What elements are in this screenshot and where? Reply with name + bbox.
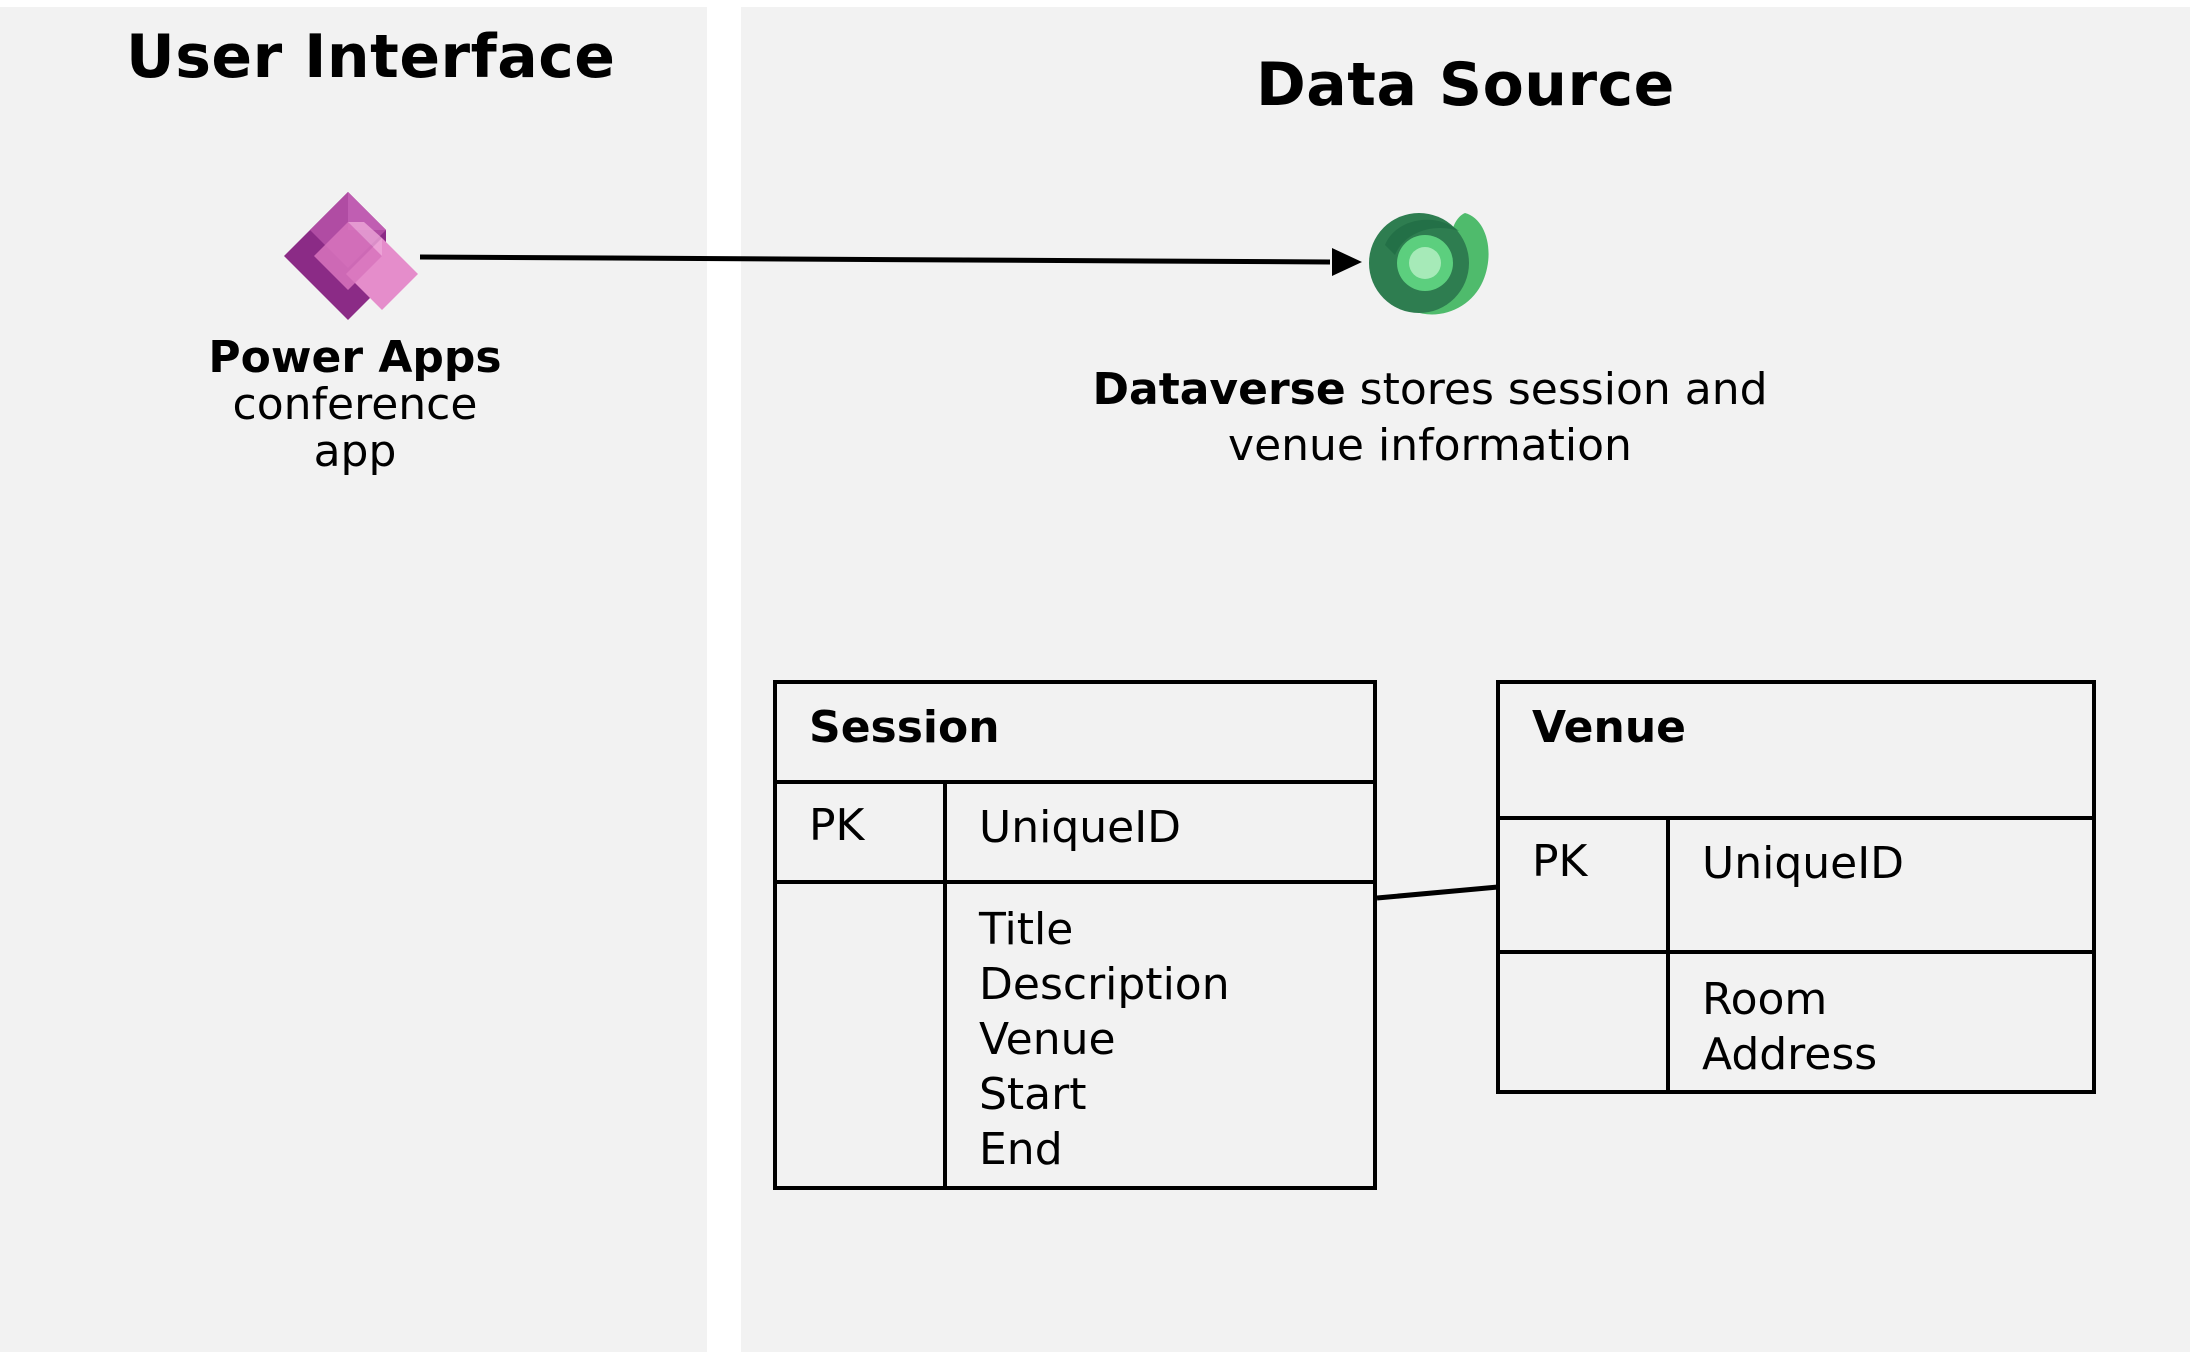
session-field: Description: [979, 959, 1230, 1010]
venue-attribute-row: Room Address: [1500, 954, 2092, 1090]
session-attr-key-cell: [777, 884, 947, 1186]
dataverse-desc-line2: venue information: [1228, 420, 1632, 471]
power-apps-name: Power Apps: [208, 332, 502, 383]
venue-pk-row: PK UniqueID: [1500, 820, 2092, 954]
dataverse-caption: Dataverse stores session and venue infor…: [1080, 362, 1780, 474]
dataverse-icon: [1369, 213, 1489, 315]
session-attribute-row: Title Description Venue Start End: [777, 884, 1373, 1186]
session-attribute-list: Title Description Venue Start End: [947, 884, 1373, 1186]
session-field: End: [979, 1124, 1063, 1175]
dataverse-desc: stores session and: [1345, 364, 1768, 415]
venue-field: Room: [1702, 974, 1828, 1025]
power-apps-icon: [284, 192, 418, 320]
venue-attribute-list: Room Address: [1670, 954, 2092, 1090]
session-field: Venue: [979, 1014, 1116, 1065]
session-table-header: Session: [777, 684, 1373, 784]
session-pk-label: PK: [777, 784, 947, 880]
power-apps-line1: conference: [232, 379, 478, 430]
session-venue-relationship-line: [1376, 884, 1499, 901]
session-field: Start: [979, 1069, 1087, 1120]
power-apps-line2: app: [313, 426, 397, 477]
venue-pk-label: PK: [1500, 820, 1670, 950]
session-field: Title: [979, 904, 1074, 955]
session-pk-row: PK UniqueID: [777, 784, 1373, 884]
power-apps-caption: Power Apps conference app: [180, 334, 530, 475]
session-pk-field: UniqueID: [979, 802, 1182, 853]
venue-entity-table: Venue PK UniqueID Room Address: [1496, 680, 2096, 1094]
session-entity-table: Session PK UniqueID Title Description Ve…: [773, 680, 1377, 1190]
user-interface-title: User Interface: [126, 22, 616, 92]
venue-field: Address: [1702, 1029, 1878, 1080]
dataverse-name: Dataverse: [1092, 364, 1346, 415]
apps-to-dataverse-arrow-line: [419, 254, 1331, 265]
venue-table-header: Venue: [1500, 684, 2092, 820]
data-source-title: Data Source: [1256, 50, 1675, 120]
venue-attr-key-cell: [1500, 954, 1670, 1090]
venue-pk-field: UniqueID: [1702, 838, 1905, 889]
arrowhead: [1332, 248, 1362, 276]
